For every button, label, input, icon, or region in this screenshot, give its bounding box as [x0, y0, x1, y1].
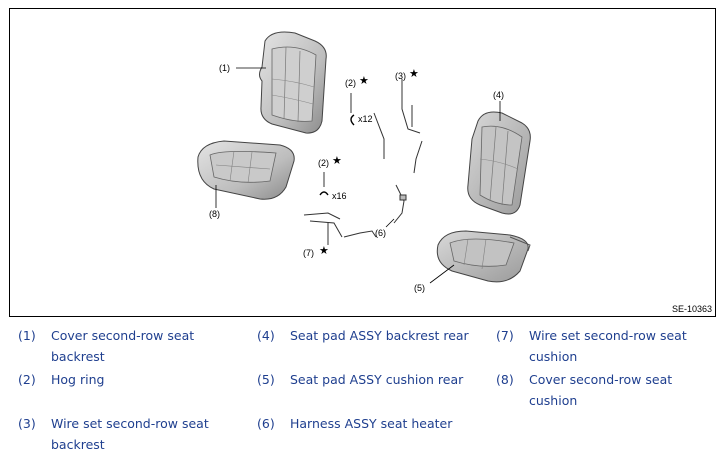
star-icon: ★ — [359, 74, 369, 87]
legend-text: Wire set second-row seat backrest — [51, 416, 209, 452]
legend-text: Harness ASSY seat heater — [290, 416, 453, 431]
legend-number: (4) — [257, 328, 275, 343]
star-icon: ★ — [409, 67, 419, 80]
legend-text: Seat pad ASSY backrest rear — [290, 328, 469, 343]
legend-number: (6) — [257, 416, 275, 431]
parts-diagram: (1) (2) ★ x12 (3) ★ (4) (2) ★ x16 (8) (6… — [9, 8, 716, 317]
figure-code: SE-10363 — [671, 304, 712, 314]
parts-legend: (1) Cover second-row seat backrest (4) S… — [0, 322, 726, 457]
callout-2-backrest: (2) — [345, 78, 356, 88]
legend-number: (7) — [496, 328, 514, 343]
legend-number: (8) — [496, 372, 514, 387]
callout-6: (6) — [375, 228, 386, 238]
hog-ring-qty-backrest: x12 — [358, 114, 373, 124]
backrest-wire-set-part — [373, 89, 423, 174]
cushion-wire-set-part — [303, 212, 377, 238]
legend-text: Seat pad ASSY cushion rear — [290, 372, 464, 387]
cushion-cover-part — [197, 140, 295, 200]
exploded-view: (1) (2) ★ x12 (3) ★ (4) (2) ★ x16 (8) (6… — [197, 31, 531, 293]
legend-text: Wire set second-row seat cushion — [529, 328, 687, 364]
legend-number: (2) — [18, 372, 36, 387]
cushion-pad-part — [436, 230, 531, 283]
legend-number: (3) — [18, 416, 36, 431]
seat-heater-harness-part — [393, 184, 407, 224]
legend-text: Hog ring — [51, 372, 105, 387]
legend-text: Cover second-row seat cushion — [529, 372, 673, 408]
legend-text: Cover second-row seat backrest — [51, 328, 195, 364]
callout-7: (7) — [303, 248, 314, 258]
legend-number: (1) — [18, 328, 36, 343]
callout-4: (4) — [493, 90, 504, 100]
hog-ring-qty-cushion: x16 — [332, 191, 347, 201]
hog-ring-icons — [319, 114, 355, 196]
legend-number: (5) — [257, 372, 275, 387]
backrest-pad-part — [467, 111, 531, 215]
star-icon: ★ — [319, 244, 329, 257]
callout-3: (3) — [395, 71, 406, 81]
callout-8: (8) — [209, 209, 220, 219]
star-icon: ★ — [332, 154, 342, 167]
leader-lines — [215, 67, 501, 284]
callout-2-cushion: (2) — [318, 158, 329, 168]
callout-5: (5) — [414, 283, 425, 293]
callout-1: (1) — [219, 63, 230, 73]
backrest-cover-part — [259, 31, 327, 134]
